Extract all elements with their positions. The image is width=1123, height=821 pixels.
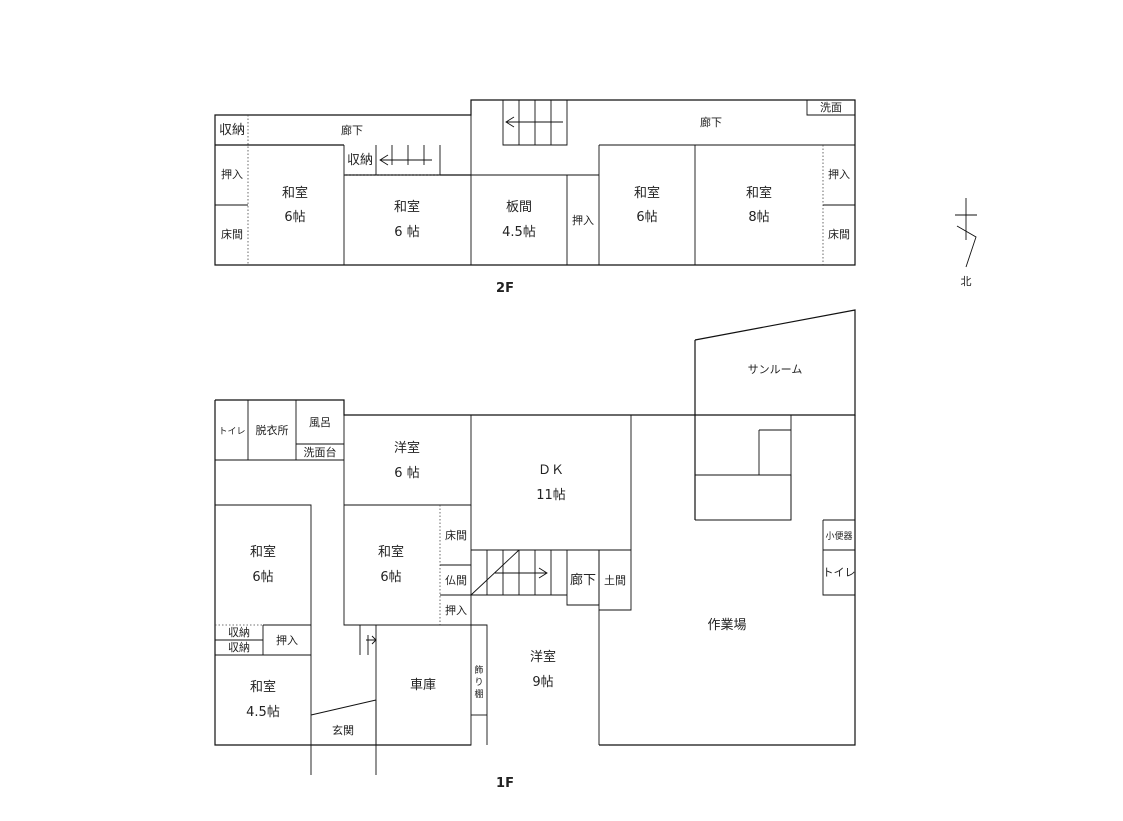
room-itama-2f-size: 4.5帖 bbox=[502, 225, 536, 240]
room-dk-size: 11帖 bbox=[536, 488, 566, 503]
room-youshitsu-1f-b-size: 9帖 bbox=[532, 675, 553, 690]
room-storage-2f: 収納 bbox=[219, 123, 245, 138]
room-washitsu-2f-b-size: 6 帖 bbox=[394, 225, 419, 240]
room-tokonoma-1f: 床間 bbox=[445, 528, 467, 542]
room-itama-2f: 板間 bbox=[506, 200, 532, 215]
first-floor-plan: トイレ 脱衣所 風呂 洗面台 洋室 6 帖 ＤＫ 11帖 サンルーム 和室 6帖… bbox=[214, 309, 856, 791]
room-washitsu-2f-a: 和室 bbox=[282, 185, 308, 201]
room-washitsu-2f-d-size: 8帖 bbox=[748, 210, 769, 225]
room-washitsu-2f-a-size: 6帖 bbox=[284, 210, 305, 225]
room-corridor-2f-left: 廊下 bbox=[341, 123, 363, 137]
stair-arrow-icon bbox=[379, 154, 389, 166]
room-washitsu-1f-c-size: 4.5帖 bbox=[246, 705, 280, 720]
room-corridor-2f-right: 廊下 bbox=[700, 115, 722, 129]
room-oshiire-1f-left: 押入 bbox=[276, 633, 298, 647]
room-bath: 風呂 bbox=[309, 416, 331, 429]
room-washitsu-1f-a: 和室 bbox=[250, 544, 276, 560]
floor-label-1f: 1F bbox=[496, 776, 514, 791]
room-genkan: 玄関 bbox=[332, 723, 354, 737]
room-storage-stair-2f: 収納 bbox=[347, 153, 373, 168]
room-storage-1f-1: 収納 bbox=[228, 626, 250, 639]
room-washitsu-2f-d: 和室 bbox=[746, 185, 772, 201]
room-oshiire-2f-left: 押入 bbox=[221, 167, 243, 181]
room-youshitsu-1f-a-size: 6 帖 bbox=[394, 466, 419, 481]
room-toilet-1f-right: トイレ bbox=[823, 566, 856, 579]
room-corridor-1f: 廊下 bbox=[570, 572, 596, 588]
room-youshitsu-1f-a: 洋室 bbox=[394, 440, 420, 456]
stair-arrow-icon bbox=[538, 567, 548, 579]
room-storage-1f-2: 収納 bbox=[228, 641, 250, 654]
room-youshitsu-1f-b: 洋室 bbox=[530, 649, 556, 665]
room-display-shelf-2: り bbox=[474, 677, 483, 688]
room-display-shelf-1: 飾 bbox=[474, 664, 483, 676]
room-washroom-2f: 洗面 bbox=[820, 101, 842, 114]
room-oshiire-2f-mid: 押入 bbox=[572, 213, 594, 227]
room-washitsu-2f-c: 和室 bbox=[634, 185, 660, 201]
room-vanity: 洗面台 bbox=[304, 445, 337, 459]
room-urinal: 小便器 bbox=[825, 530, 852, 542]
room-sunroom: サンルーム bbox=[748, 363, 803, 376]
room-toilet-1f-left: トイレ bbox=[218, 427, 245, 437]
room-garage: 車庫 bbox=[410, 678, 436, 693]
room-washitsu-2f-b: 和室 bbox=[394, 199, 420, 215]
room-butsuma: 仏間 bbox=[445, 574, 467, 587]
room-oshiire-1f-mid: 押入 bbox=[445, 603, 467, 617]
room-dk: ＤＫ bbox=[538, 463, 564, 478]
room-washitsu-1f-a-size: 6帖 bbox=[252, 570, 273, 585]
stair-arrow-icon bbox=[505, 116, 515, 128]
north-arrow-icon: 北 bbox=[955, 198, 977, 288]
second-floor-plan: 収納 廊下 収納 押入 床間 和室 6帖 和室 6 帖 板間 4.5帖 押入 和… bbox=[214, 99, 856, 296]
compass-label: 北 bbox=[961, 275, 972, 288]
room-workshop: 作業場 bbox=[707, 617, 746, 633]
room-washitsu-1f-b-size: 6帖 bbox=[380, 570, 401, 585]
room-oshiire-2f-right: 押入 bbox=[828, 167, 850, 181]
room-dressing: 脱衣所 bbox=[256, 423, 289, 437]
room-doma: 土間 bbox=[604, 574, 626, 587]
room-washitsu-1f-c: 和室 bbox=[250, 679, 276, 695]
floor-label-2f: 2F bbox=[496, 281, 514, 296]
room-tokonoma-2f-left: 床間 bbox=[221, 227, 243, 241]
room-washitsu-2f-c-size: 6帖 bbox=[636, 210, 657, 225]
room-display-shelf-3: 棚 bbox=[474, 688, 483, 700]
room-washitsu-1f-b: 和室 bbox=[378, 544, 404, 560]
room-tokonoma-2f-right: 床間 bbox=[828, 227, 850, 241]
